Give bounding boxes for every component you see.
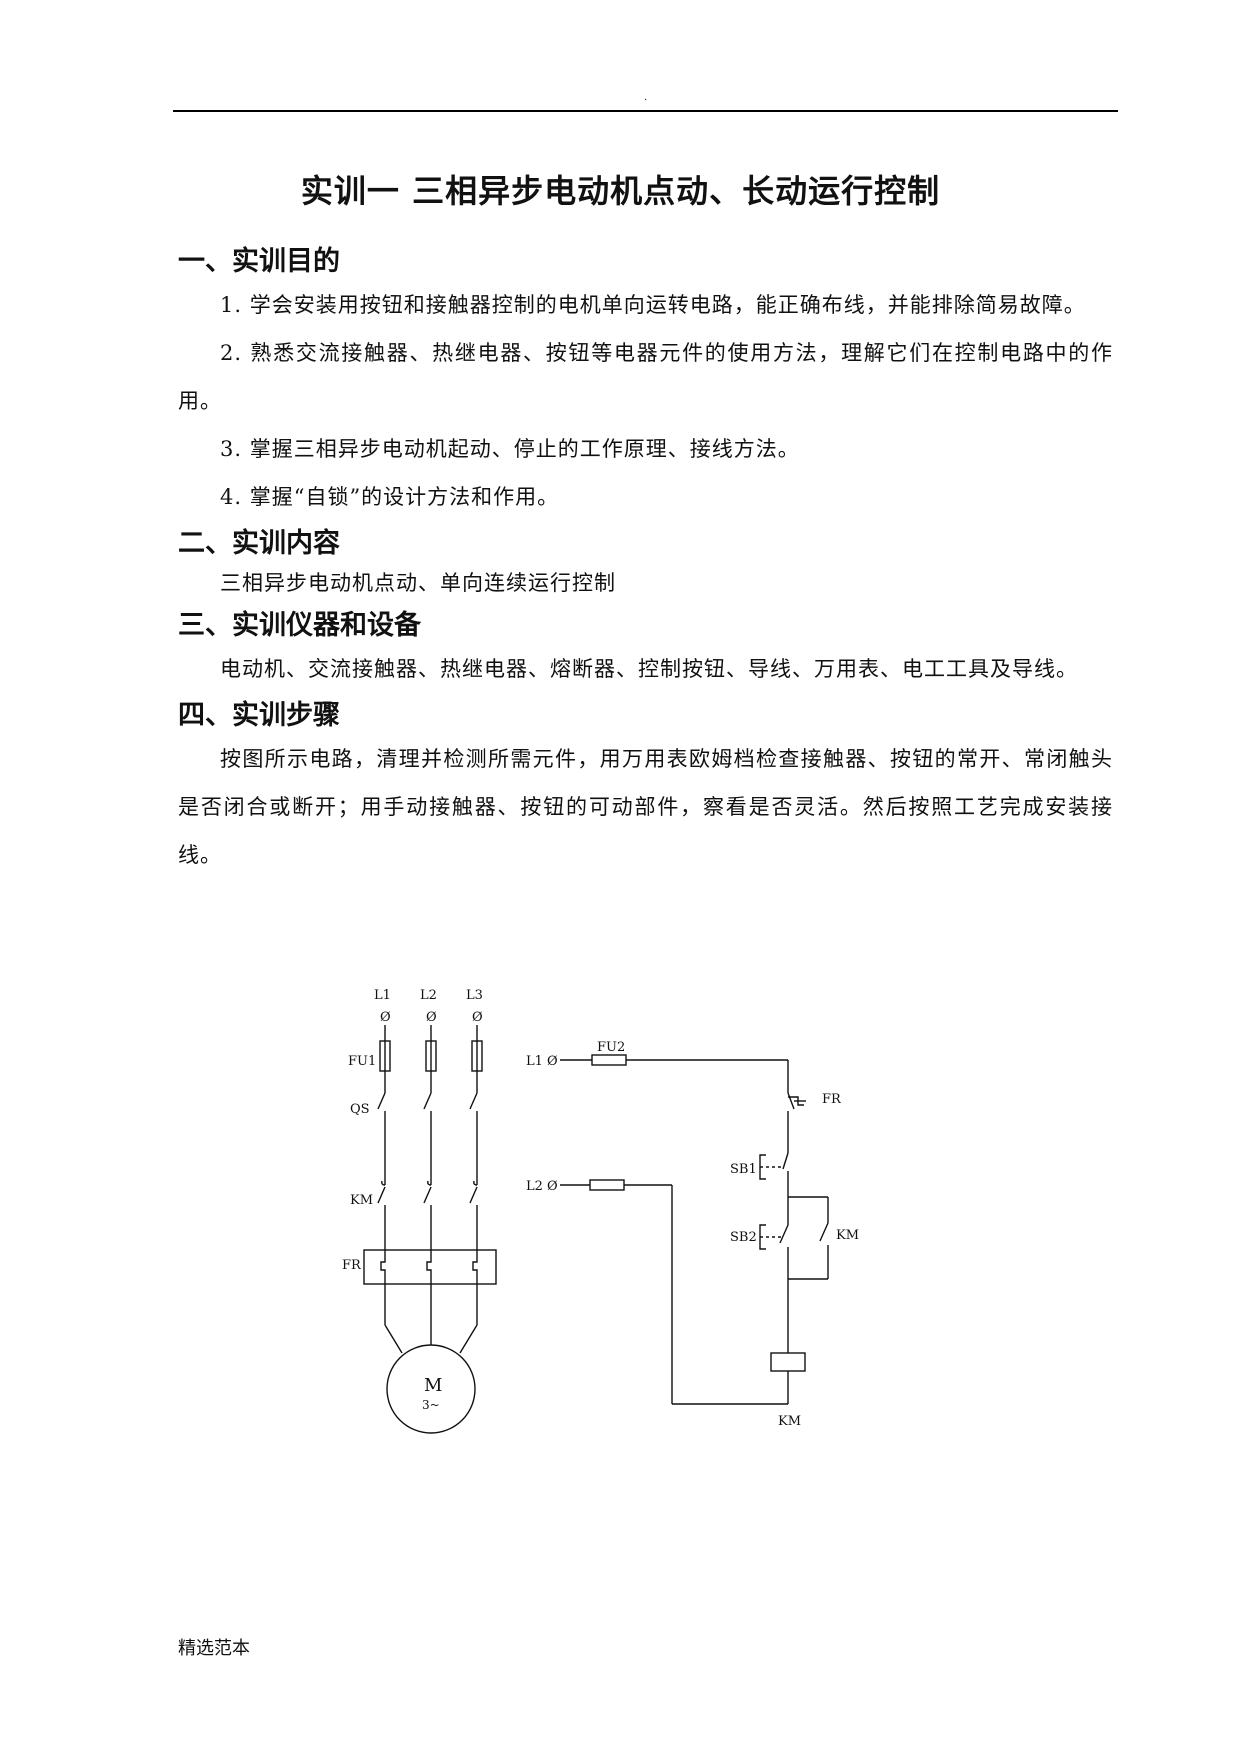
paragraph: 三相异步电动机点动、单向连续运行控制 bbox=[220, 571, 616, 595]
contact-icon bbox=[381, 1180, 386, 1186]
header-dot: . bbox=[644, 92, 648, 103]
section-heading-objectives: 一、实训目的 bbox=[178, 246, 340, 277]
phase-label-l3: L3 bbox=[466, 988, 483, 1003]
motor-label: M bbox=[424, 1375, 442, 1396]
stop-button-icon bbox=[782, 1152, 789, 1170]
switch-icon bbox=[469, 1092, 478, 1110]
paragraph: 2. 熟悉交流接触器、热继电器、按钮等电器元件的使用方法，理解它们在控制电路中的… bbox=[178, 341, 1113, 413]
paragraph: 4. 掌握“自锁”的设计方法和作用。 bbox=[220, 485, 560, 509]
motor-sub-label: 3~ bbox=[422, 1398, 440, 1412]
switch-label: QS bbox=[350, 1102, 370, 1117]
contactor-label: KM bbox=[350, 1193, 373, 1208]
thermal-relay-icon bbox=[363, 1249, 497, 1285]
relay-contact-icon bbox=[787, 1092, 795, 1110]
start-button-label: SB2 bbox=[730, 1230, 757, 1245]
terminal-icon: Ø bbox=[426, 1010, 437, 1025]
coil-icon bbox=[770, 1352, 806, 1372]
section-heading-steps: 四、实训步骤 bbox=[178, 700, 340, 731]
control-circuit: L1 Ø FU2 FR SB1 SB2 bbox=[526, 1040, 859, 1429]
start-button-icon bbox=[779, 1224, 789, 1244]
line-label-l2: L2 Ø bbox=[526, 1179, 558, 1194]
switch-icon bbox=[423, 1092, 432, 1110]
relay-label: FR bbox=[342, 1258, 362, 1273]
phase-label-l1: L1 bbox=[374, 988, 391, 1003]
fuse2-label: FU2 bbox=[597, 1040, 625, 1055]
motor-icon bbox=[386, 1344, 476, 1434]
fuse-icon bbox=[591, 1054, 627, 1066]
contact-icon bbox=[473, 1180, 478, 1186]
page-title: 实训一 三相异步电动机点动、长动运行控制 bbox=[300, 172, 941, 211]
terminal-icon: Ø bbox=[380, 1010, 391, 1025]
line-label-l1: L1 Ø bbox=[526, 1054, 558, 1069]
contact-icon bbox=[427, 1180, 432, 1186]
paragraph: 电动机、交流接触器、热继电器、熔断器、控制按钮、导线、万用表、电工工具及导线。 bbox=[220, 657, 1078, 681]
relay-contact-label: FR bbox=[822, 1092, 842, 1107]
coil-label: KM bbox=[778, 1414, 801, 1429]
circuit-diagram: L1 L2 L3 Ø Ø Ø FU1 QS bbox=[300, 985, 1000, 1515]
document-body: 一、实训目的 1. 学会安装用按钮和接触器控制的电机单向运转电路，能正确布线，并… bbox=[178, 243, 1113, 879]
fuse-label: FU1 bbox=[348, 1054, 376, 1069]
fuse-icon bbox=[589, 1179, 625, 1191]
main-circuit: L1 L2 L3 Ø Ø Ø FU1 QS bbox=[342, 988, 497, 1434]
footer-note: 精选范本 bbox=[178, 1638, 250, 1659]
phase-label-l2: L2 bbox=[420, 988, 437, 1003]
paragraph: 3. 掌握三相异步电动机起动、停止的工作原理、接线方法。 bbox=[220, 437, 800, 461]
terminal-icon: Ø bbox=[472, 1010, 483, 1025]
hold-contact-icon bbox=[819, 1222, 829, 1242]
section-heading-equipment: 三、实训仪器和设备 bbox=[178, 610, 421, 641]
paragraph: 按图所示电路，清理并检测所需元件，用万用表欧姆档检查接触器、按钮的常开、常闭触头… bbox=[178, 747, 1113, 867]
stop-button-label: SB1 bbox=[730, 1162, 757, 1177]
hold-contact-label: KM bbox=[836, 1228, 859, 1243]
header-rule bbox=[173, 110, 1118, 112]
paragraph: 1. 学会安装用按钮和接触器控制的电机单向运转电路，能正确布线，并能排除简易故障… bbox=[220, 293, 1086, 317]
switch-icon bbox=[377, 1092, 386, 1110]
section-heading-content: 二、实训内容 bbox=[178, 528, 340, 559]
